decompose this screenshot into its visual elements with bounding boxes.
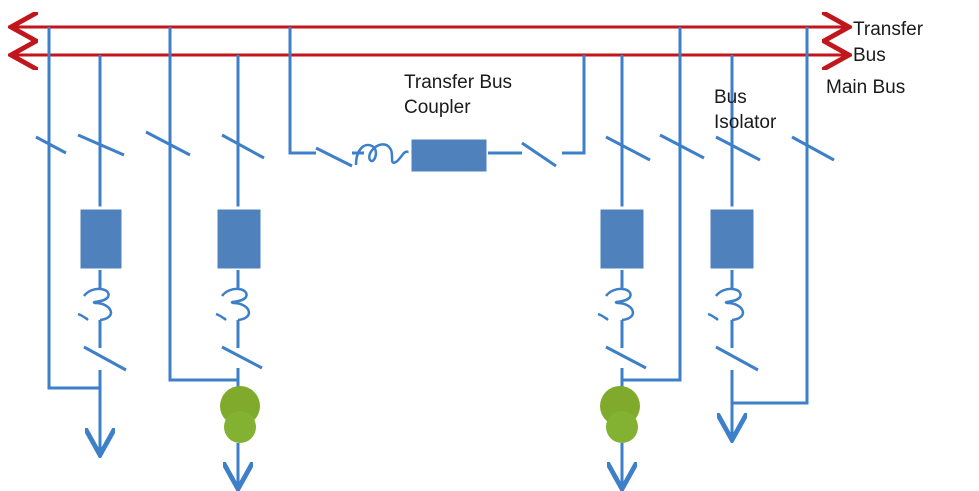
bus-isolator-label-line1: Bus: [714, 87, 747, 108]
feeder-2-transformer-secondary: [224, 411, 256, 443]
transfer-bus-label-line2: Bus: [853, 45, 886, 66]
feeder-1: [35, 27, 127, 452]
coupler-breaker: [408, 136, 490, 175]
main-bus-label: Main Bus: [826, 77, 906, 98]
feeder-1-breaker: [77, 206, 125, 272]
feeder-2: [145, 27, 265, 486]
transfer-bus-label-line1: Transfer: [853, 19, 924, 40]
feeder-4-breaker: [707, 206, 757, 272]
bus-coupler-label-line2: Coupler: [404, 97, 471, 118]
feeder-3: [597, 27, 705, 486]
bus-coupler-label-line1: Transfer Bus: [404, 72, 513, 93]
bus-isolator-label-line2: Isolator: [714, 112, 777, 133]
feeder-3-transformer-secondary: [606, 411, 638, 443]
feeder-2-breaker: [214, 206, 264, 272]
feeder-4: [707, 27, 835, 437]
bus-coupler: [288, 27, 586, 175]
feeder-3-breaker: [597, 206, 647, 272]
